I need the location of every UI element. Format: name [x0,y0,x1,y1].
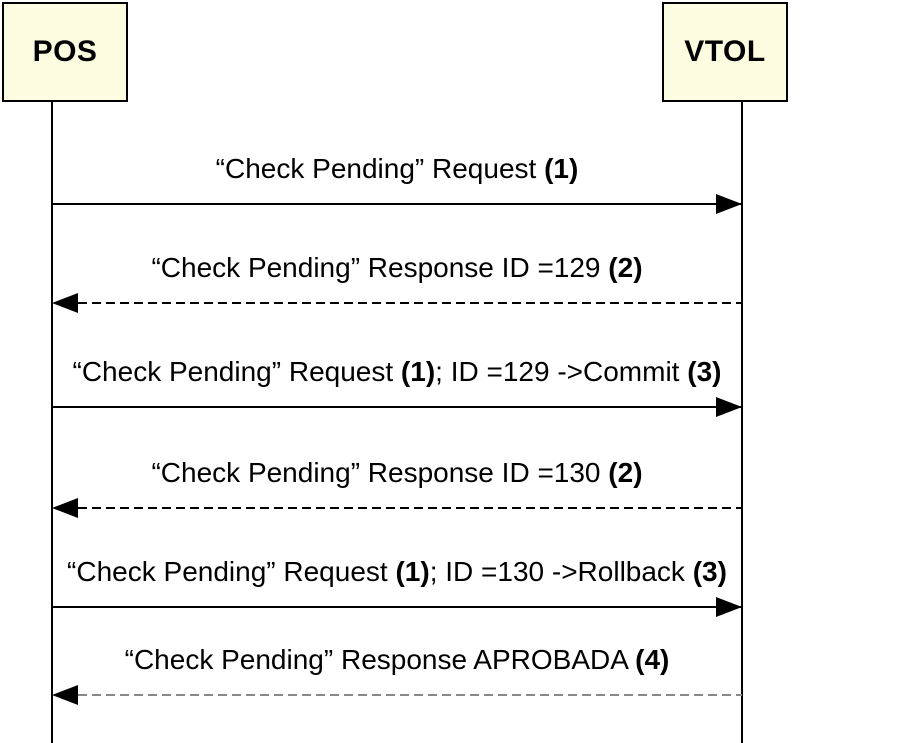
message-text: “Check Pending” Response APROBADA [124,644,636,675]
message-text: “Check Pending” Response ID =129 [151,252,609,283]
message-line [78,302,742,304]
message-text: “Check Pending” Response ID =130 [151,457,609,488]
message-4-label: “Check Pending” Response ID =130 (2) [0,456,794,490]
message-line [78,694,742,696]
message-ref: (1) [395,556,430,587]
message-ref: (1) [400,356,436,387]
actor-vtol: VTOL [662,2,788,102]
arrowhead-right-icon [716,397,742,417]
message-4-arrow [52,498,742,518]
message-ref: (1) [544,153,579,184]
lifeline-pos [51,102,53,743]
arrowhead-right-icon [716,194,742,214]
message-6-arrow [52,685,742,705]
message-5-arrow [52,597,742,617]
message-6-label: “Check Pending” Response APROBADA (4) [0,643,794,677]
actor-pos-label: POS [32,35,98,68]
message-line [52,203,742,205]
message-text: ; ID =129 ->Commit [435,356,688,387]
message-5-label: “Check Pending” Request (1); ID =130 ->R… [0,555,794,589]
arrowhead-left-icon [52,293,78,313]
lifeline-vtol [741,102,743,743]
message-text: “Check Pending” Request [72,356,401,387]
message-line [52,406,742,408]
message-ref: (3) [692,556,727,587]
message-3-label: “Check Pending” Request (1); ID =129 ->C… [0,355,794,389]
arrowhead-right-icon [716,597,742,617]
message-ref: (2) [608,252,643,283]
message-text: “Check Pending” Request [67,556,396,587]
actor-pos: POS [2,2,128,102]
actor-vtol-label: VTOL [684,35,766,68]
message-1-label: “Check Pending” Request (1) [0,152,794,186]
message-3-arrow [52,397,742,417]
message-2-label: “Check Pending” Response ID =129 (2) [0,251,794,285]
message-line [78,507,742,509]
message-line [52,606,742,608]
arrowhead-left-icon [52,498,78,518]
message-ref: (2) [608,457,643,488]
message-ref: (3) [687,356,722,387]
message-text: “Check Pending” Request [215,153,545,184]
arrowhead-left-icon [52,685,78,705]
message-text: ; ID =130 ->Rollback [429,556,693,587]
message-ref: (4) [635,644,670,675]
message-2-arrow [52,293,742,313]
message-1-arrow [52,194,742,214]
